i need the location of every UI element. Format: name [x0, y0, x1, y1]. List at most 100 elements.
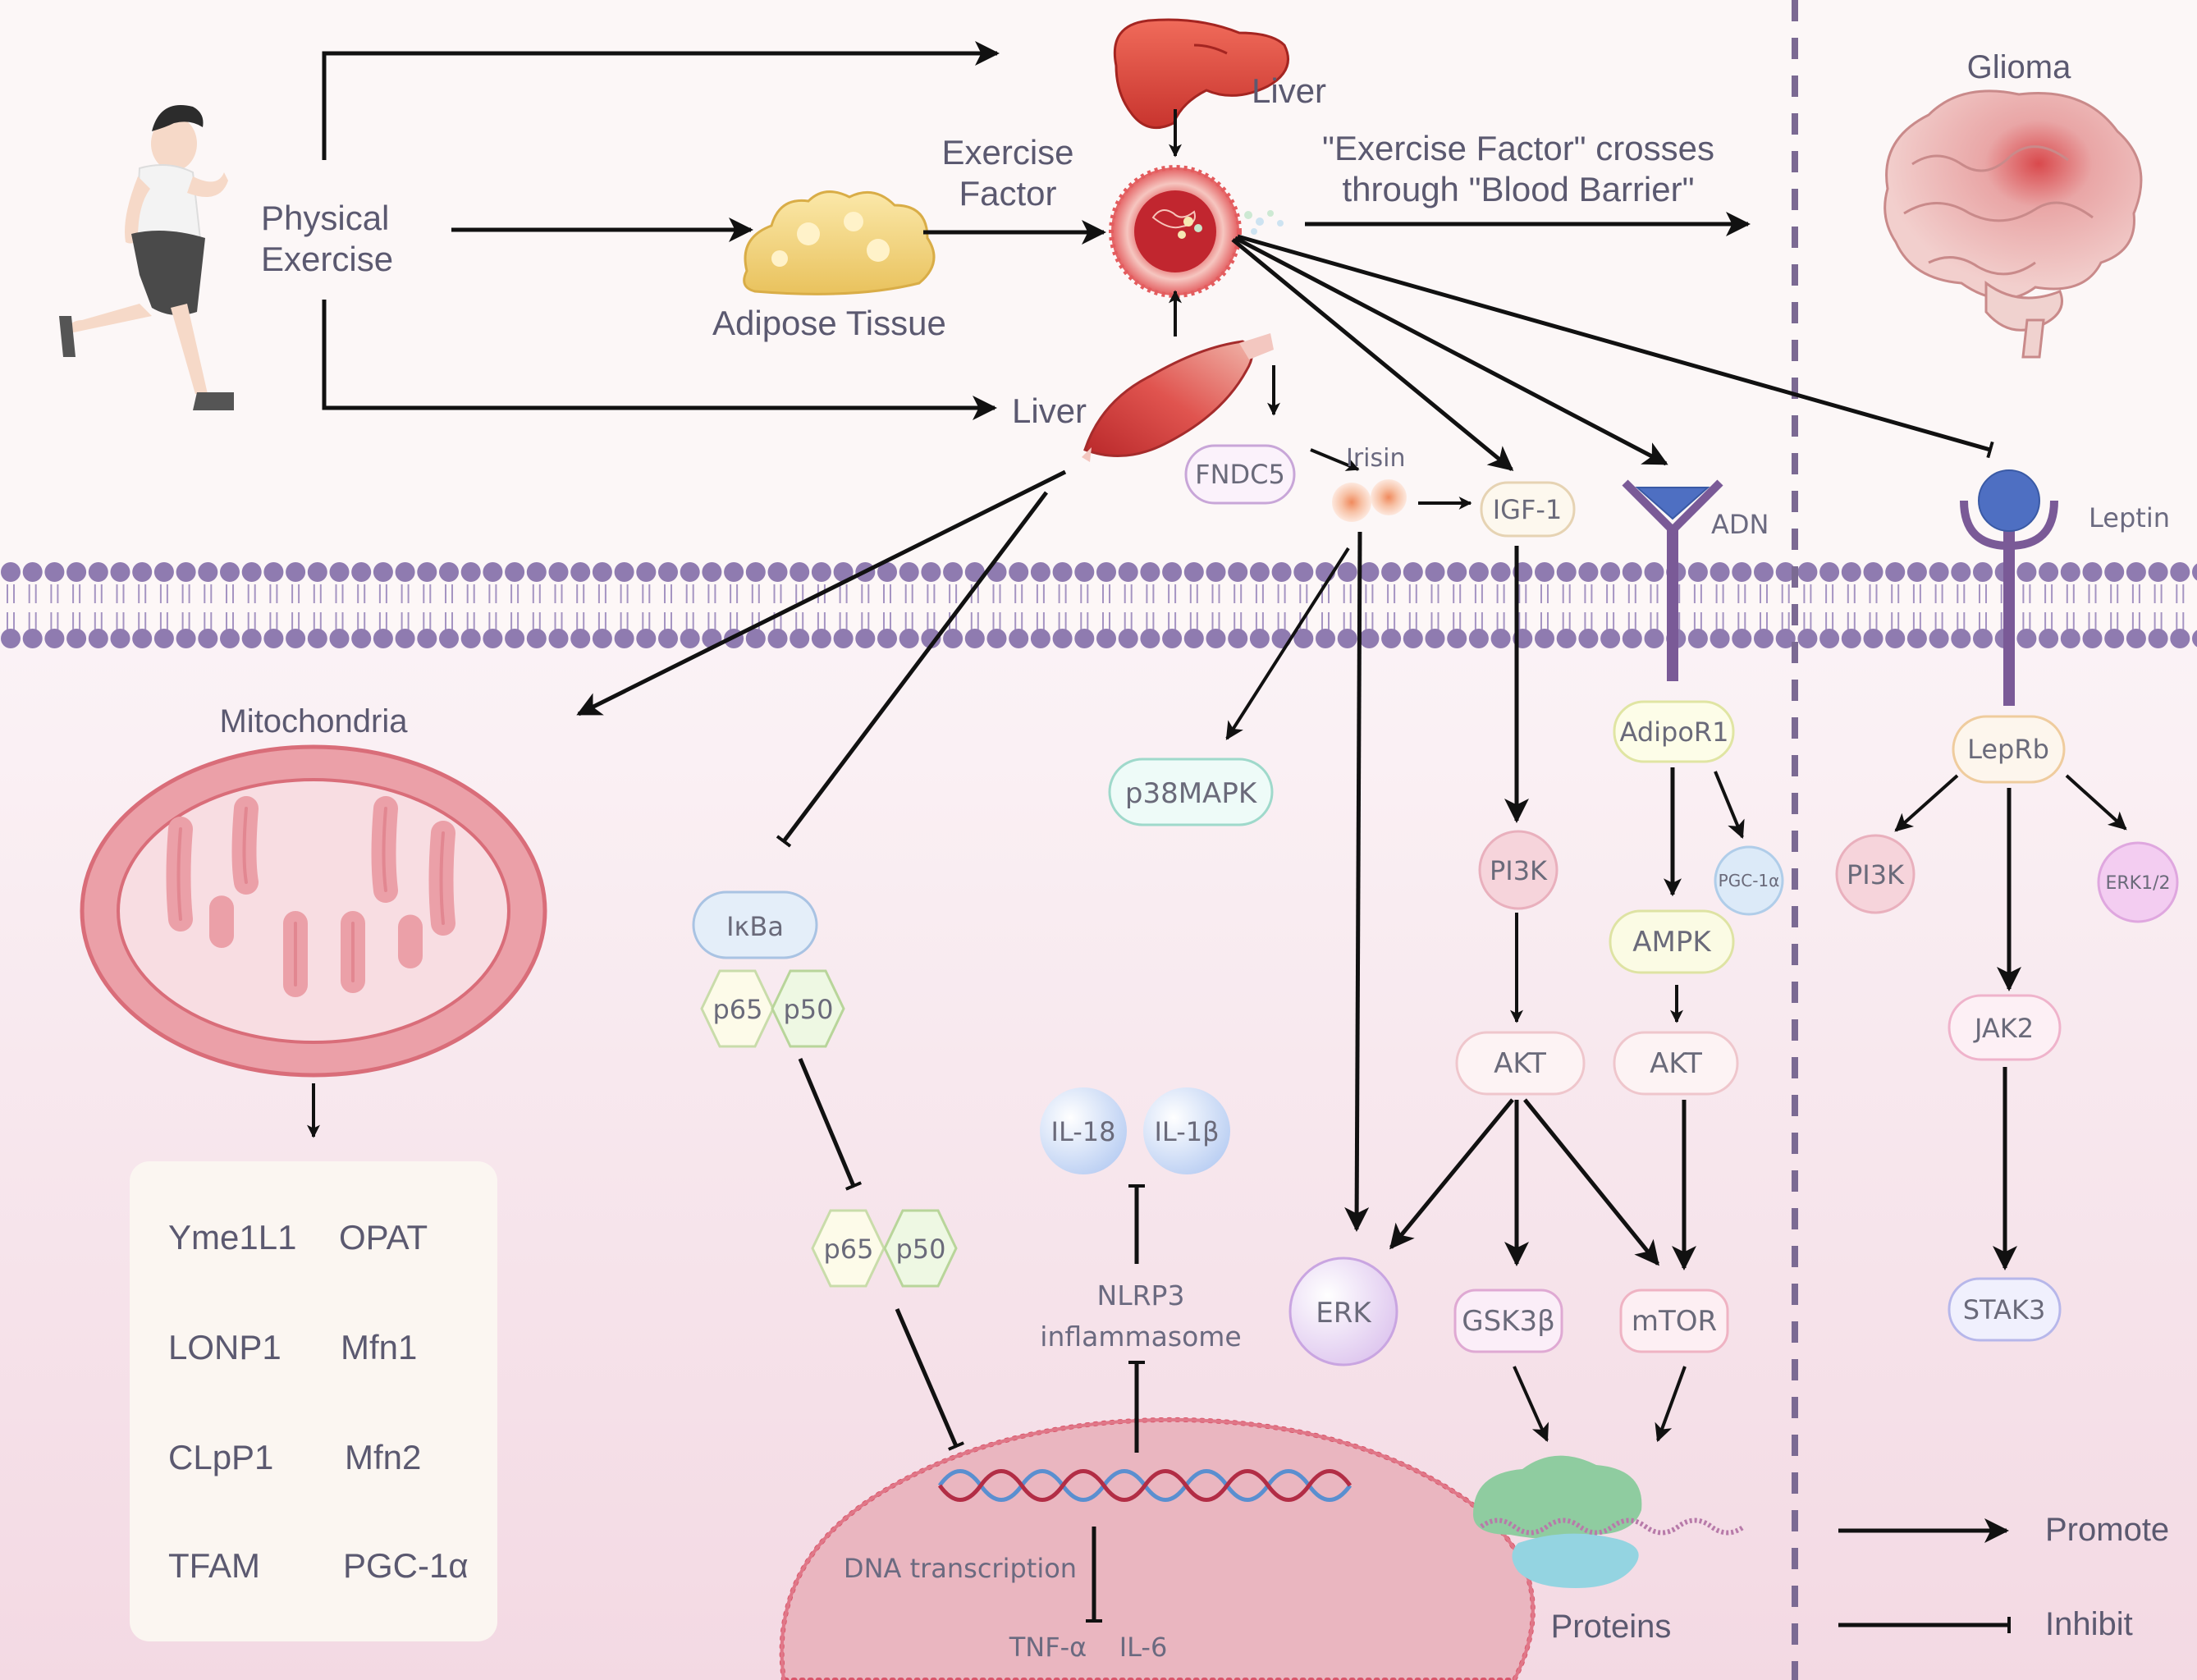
- gsk3b-node: [1453, 1289, 1563, 1353]
- membrane-lipid-head: [1009, 562, 1029, 582]
- membrane-lipid-head: [658, 629, 678, 648]
- gene-pgc1a: PGC-1α: [343, 1546, 469, 1585]
- igf1-node: [1480, 481, 1576, 538]
- membrane-lipid-head: [1337, 562, 1357, 582]
- leptin-receptor: [1960, 469, 2058, 706]
- membrane-lipid-head: [220, 629, 240, 648]
- membrane-lipid-head: [1556, 629, 1577, 648]
- igf1-label: IGF-1: [1493, 494, 1563, 525]
- membrane-lipid-head: [592, 629, 612, 648]
- physical-exercise-label-2: Exercise: [261, 240, 393, 278]
- crosses-barrier-label: "Exercise Factor" crosses: [1322, 129, 1714, 167]
- membrane-lipid-head: [1271, 629, 1292, 648]
- membrane-lipid-head: [1, 562, 21, 582]
- membrane-lipid-head: [1228, 629, 1248, 648]
- gene-opat: OPAT: [339, 1218, 428, 1257]
- p50-node-2: [883, 1209, 958, 1288]
- membrane-lipid-head: [1644, 562, 1664, 582]
- legend-inhibit-label: Inhibit: [2045, 1606, 2133, 1642]
- mtor-node: [1619, 1289, 1729, 1353]
- membrane-lipid-head: [724, 562, 744, 582]
- adipose-tissue-icon: [743, 190, 936, 295]
- membrane-lipid-head: [1754, 562, 1774, 582]
- cell-membrane: [1, 562, 2197, 648]
- membrane-lipid-head: [1687, 562, 1708, 582]
- membrane-lipid-head: [1973, 629, 1993, 648]
- gene-mfn1: Mfn1: [341, 1328, 417, 1366]
- membrane-lipid-head: [1556, 562, 1577, 582]
- membrane-lipid-head: [176, 562, 196, 582]
- membrane-lipid-head: [1381, 629, 1402, 648]
- membrane-lipid-head: [1622, 629, 1642, 648]
- inhibit-muscle-to-ikba: [776, 491, 1048, 848]
- extracellular-space: [0, 0, 2197, 574]
- mitochondria-icon: [80, 744, 547, 1078]
- p38mapk-label: p38MAPK: [1125, 777, 1258, 810]
- membrane-lipid-head: [1797, 562, 1818, 582]
- membrane-lipid-head: [1578, 562, 1599, 582]
- arrow-irisin-to-erk: [1344, 531, 1370, 1232]
- leptin-pi3k-node: [1835, 834, 1916, 914]
- membrane-lipid-head: [307, 562, 327, 582]
- il18-node: [1040, 1087, 1127, 1174]
- membrane-lipid-head: [1381, 562, 1402, 582]
- membrane-lipid-head: [790, 562, 810, 582]
- membrane-lipid-head: [198, 562, 218, 582]
- membrane-lipid-head: [767, 629, 788, 648]
- membrane-lipid-head: [1140, 629, 1160, 648]
- membrane-lipid-head: [2060, 629, 2080, 648]
- membrane-lipid-head: [1162, 562, 1183, 582]
- membrane-lipid-head: [811, 629, 831, 648]
- arrow-fndc5-to-irisin: [1310, 448, 1360, 471]
- membrane-lipid-head: [2192, 563, 2197, 581]
- p38mapk-node: [1108, 758, 1274, 826]
- membrane-lipid-head: [921, 562, 941, 582]
- membrane-lipid-head: [1249, 629, 1270, 648]
- membrane-lipid-head: [460, 562, 481, 582]
- membrane-lipid-head: [44, 562, 65, 582]
- membrane-lipid-head: [2060, 562, 2080, 582]
- membrane-lipid-head: [373, 629, 393, 648]
- membrane-lipid-head: [680, 629, 700, 648]
- stak3-node: [1948, 1277, 2062, 1342]
- membrane-lipid-head: [899, 629, 919, 648]
- membrane-lipid-head: [329, 562, 350, 582]
- jak2-node: [1948, 994, 2062, 1061]
- membrane-lipid-head: [1183, 629, 1204, 648]
- membrane-lipid-head: [2170, 629, 2190, 648]
- membrane-lipid-head: [483, 629, 503, 648]
- membrane-lipid-head: [877, 562, 897, 582]
- membrane-lipid-head: [220, 562, 240, 582]
- membrane-lipid-head: [1140, 562, 1160, 582]
- membrane-lipid-head: [1183, 562, 1204, 582]
- arrow-akt-to-mtor: [1523, 1098, 1659, 1266]
- membrane-lipid-head: [1710, 562, 1730, 582]
- membrane-lipid-head: [833, 629, 854, 648]
- membrane-lipid-head: [1, 629, 21, 648]
- membrane-lipid-head: [1468, 562, 1489, 582]
- membrane-lipid-head: [110, 629, 130, 648]
- mito-gene-box: [130, 1161, 497, 1641]
- membrane-lipid-head: [2104, 562, 2125, 582]
- membrane-lipid-head: [1863, 562, 1883, 582]
- arrow-akt-to-erk: [1389, 1098, 1514, 1250]
- membrane-lipid-head: [1359, 629, 1380, 648]
- liver-muscle-label: Liver: [1012, 391, 1087, 430]
- membrane-lipid-head: [439, 629, 459, 648]
- membrane-lipid-head: [1030, 629, 1050, 648]
- irisin-particle: [1332, 483, 1371, 522]
- membrane-lipid-head: [329, 629, 350, 648]
- erk12-label: ERK1/2: [2105, 873, 2170, 894]
- arrow-muscle-to-mitochondria: [576, 469, 1067, 716]
- fndc5-label: FNDC5: [1195, 459, 1285, 490]
- liver-top-label: Liver: [1252, 71, 1326, 110]
- mtor-label: mTOR: [1632, 1305, 1717, 1338]
- membrane-lipid-head: [1096, 562, 1116, 582]
- proteins-label: Proteins: [1551, 1609, 1672, 1645]
- il6-label: IL-6: [1119, 1632, 1168, 1663]
- arrow-leprb-to-erk12: [2065, 774, 2127, 831]
- membrane-lipid-head: [176, 629, 196, 648]
- membrane-lipid-head: [964, 562, 985, 582]
- membrane-lipid-head: [1490, 562, 1511, 582]
